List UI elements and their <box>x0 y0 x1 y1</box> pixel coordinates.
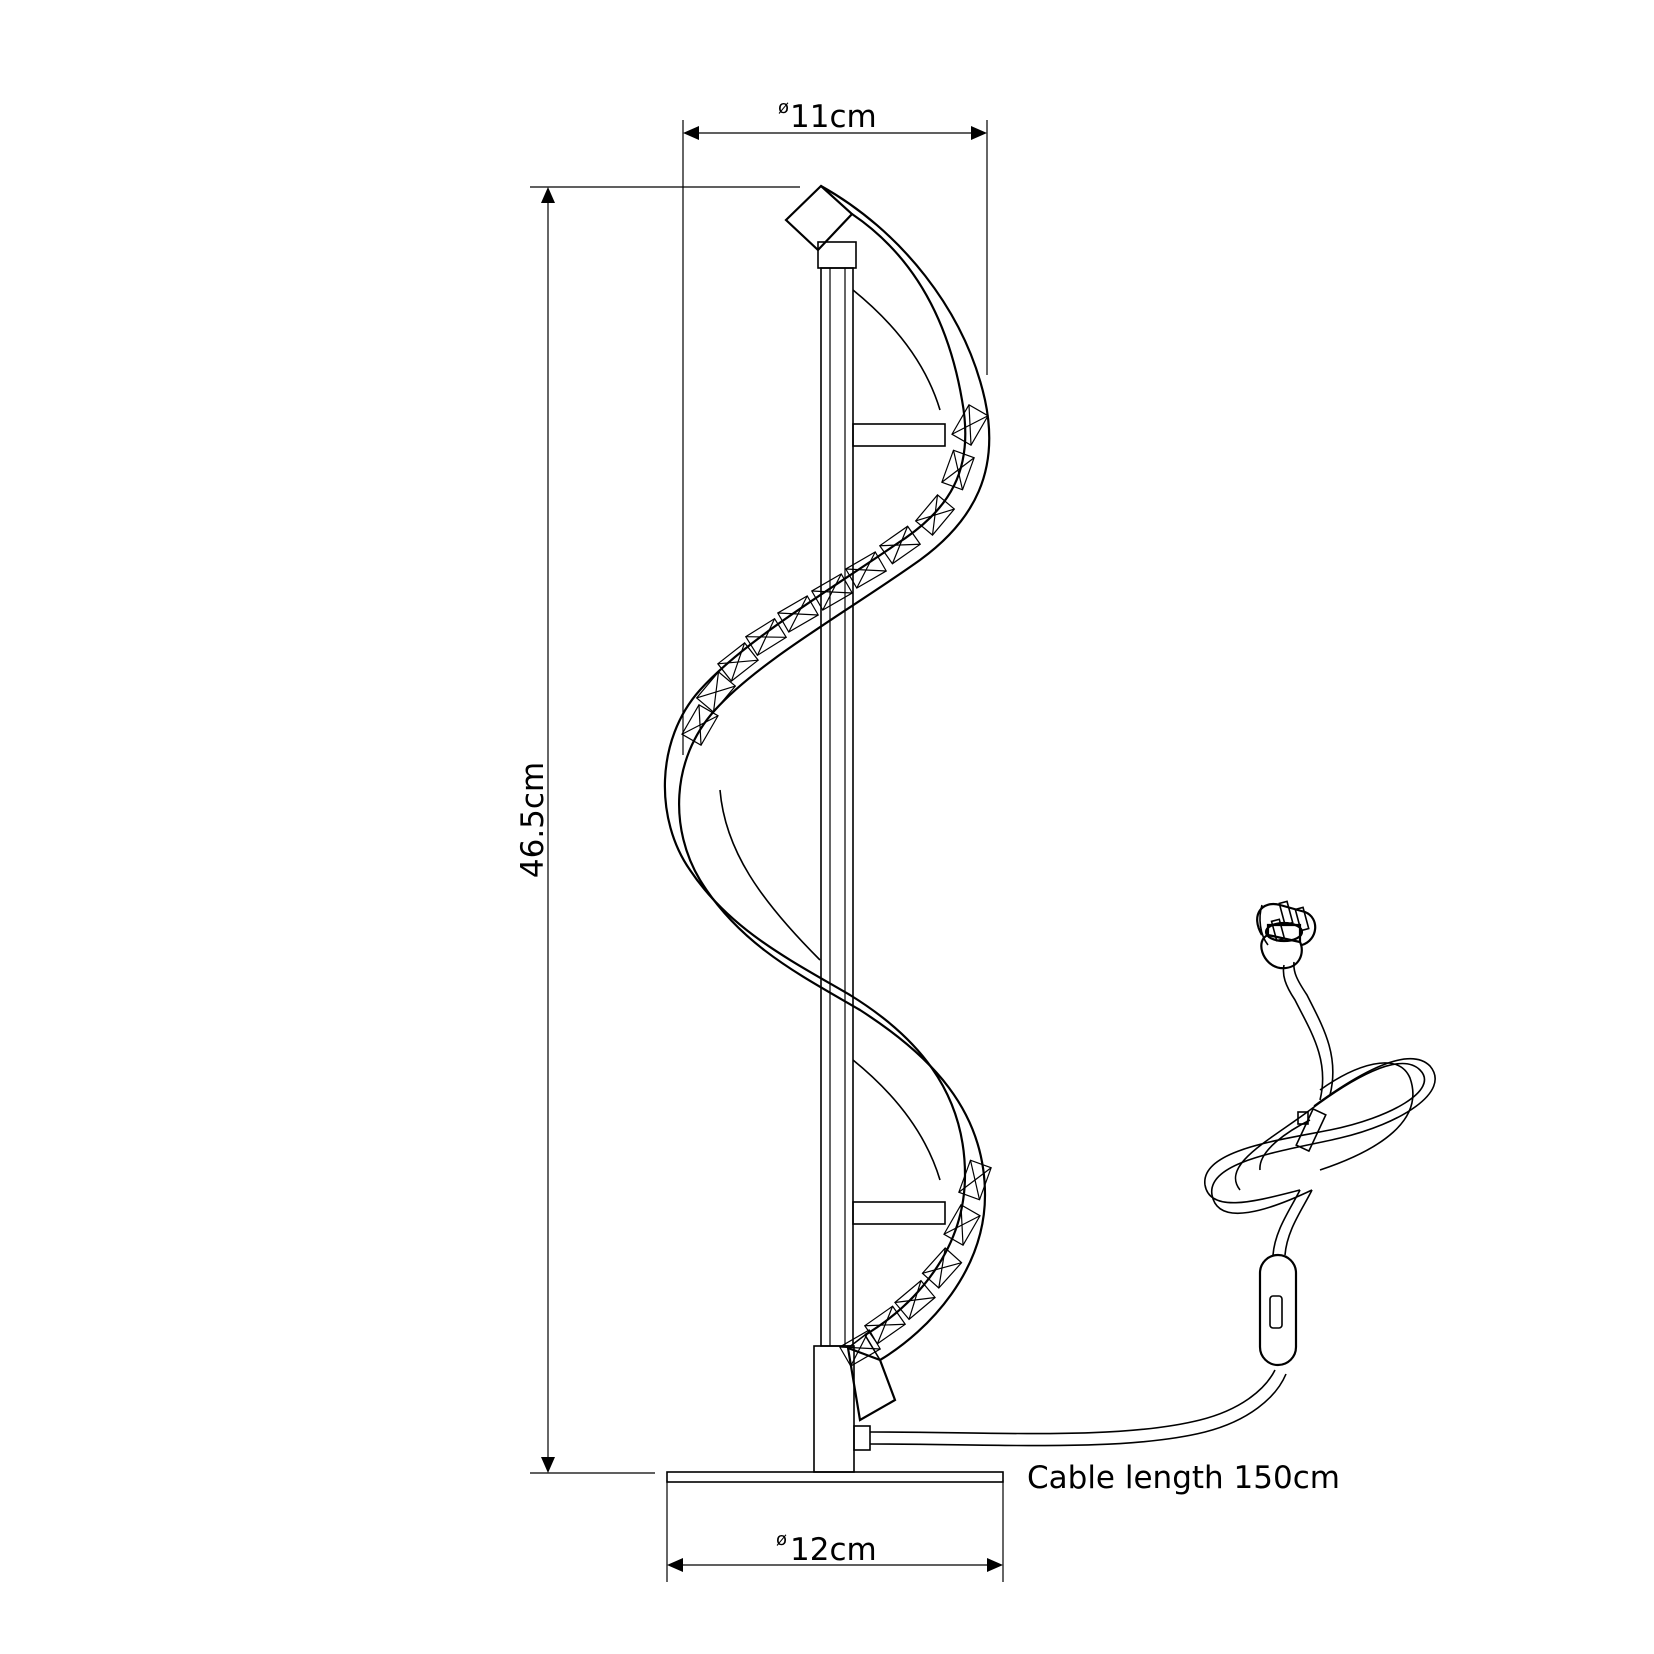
plug-face <box>1259 904 1269 946</box>
plug-strain-relief <box>1260 933 1303 970</box>
spiral-back-line <box>852 289 941 411</box>
crystal-cell <box>921 1247 963 1289</box>
crystal-pattern <box>681 403 992 1367</box>
lamp-pole <box>820 267 854 1347</box>
top-diameter-symbol: ø <box>778 97 789 118</box>
cable-tie-clip <box>1297 1111 1309 1125</box>
height-dimension: 46.5cm <box>515 186 800 1474</box>
spiral-back-line <box>852 1059 941 1181</box>
cable-assembly: Cable length 150cm <box>869 900 1436 1496</box>
power-cable <box>1272 1189 1301 1256</box>
top-diameter-label: 11cm <box>790 99 877 135</box>
spiral-band <box>663 184 991 1422</box>
cable-socket <box>853 1425 871 1451</box>
plug-pin <box>1294 906 1310 932</box>
plug-pin <box>1270 918 1286 942</box>
crystal-cell <box>958 1159 992 1201</box>
strut-upper <box>852 423 946 447</box>
crystal-cell <box>838 1329 882 1367</box>
uk-plug <box>1256 900 1317 970</box>
cable-coil <box>1259 1119 1311 1171</box>
base-diameter-label: 12cm <box>790 1532 877 1568</box>
lamp-base-plate <box>666 1471 1004 1483</box>
crystal-cell <box>744 617 788 657</box>
arrow-down <box>541 1457 555 1473</box>
crystal-cell <box>894 1279 936 1321</box>
plug-body <box>1256 902 1317 947</box>
crystal-cell <box>681 703 719 747</box>
crystal-cell <box>914 494 956 536</box>
switch-toggle <box>1269 1295 1283 1329</box>
power-cable <box>1284 1189 1313 1256</box>
crystal-cell <box>695 671 737 713</box>
inline-switch <box>1258 1253 1298 1367</box>
lamp-lower-housing <box>813 1345 855 1473</box>
cable-length-label: Cable length 150cm <box>1027 1460 1340 1496</box>
crystal-cell <box>844 551 888 589</box>
crystal-cell <box>941 449 975 491</box>
arrow-left <box>683 126 699 140</box>
spiral-back-line <box>719 789 821 961</box>
spiral-outer-edge <box>678 185 991 1361</box>
crystal-cell <box>863 1305 907 1345</box>
top-diameter-dimension: ø 11cm <box>682 97 988 755</box>
crystal-cell <box>716 642 760 682</box>
plug-neck <box>1266 923 1302 942</box>
crystal-cell <box>943 1203 981 1247</box>
plug-pin <box>1278 900 1294 926</box>
cross-struts <box>852 423 946 1225</box>
base-diameter-symbol: ø <box>776 1529 787 1550</box>
power-cable <box>1293 961 1334 1096</box>
arrow-up <box>541 187 555 203</box>
strut-lower <box>852 1201 946 1225</box>
cable-coil <box>1204 1062 1426 1204</box>
spiral-inner-edge <box>663 213 967 1336</box>
cable-coil <box>1319 1062 1414 1171</box>
crystal-cell <box>776 595 820 633</box>
spiral-top-end <box>784 184 854 252</box>
arrow-right <box>987 1558 1003 1572</box>
cable-tie <box>1295 1107 1327 1153</box>
cable-coil <box>1211 1057 1436 1215</box>
power-cable <box>1282 964 1324 1101</box>
arrow-right <box>971 126 987 140</box>
arrow-left <box>667 1558 683 1572</box>
crystal-cell <box>810 573 854 611</box>
base-diameter-dimension: ø 12cm <box>666 1480 1004 1582</box>
lamp-top-cap <box>817 241 857 269</box>
crystal-cell <box>951 403 989 447</box>
power-cable <box>869 1373 1287 1447</box>
spiral-lamp <box>663 184 1004 1483</box>
crystal-cell <box>878 525 922 565</box>
height-label: 46.5cm <box>515 762 551 878</box>
power-cable <box>869 1369 1276 1435</box>
